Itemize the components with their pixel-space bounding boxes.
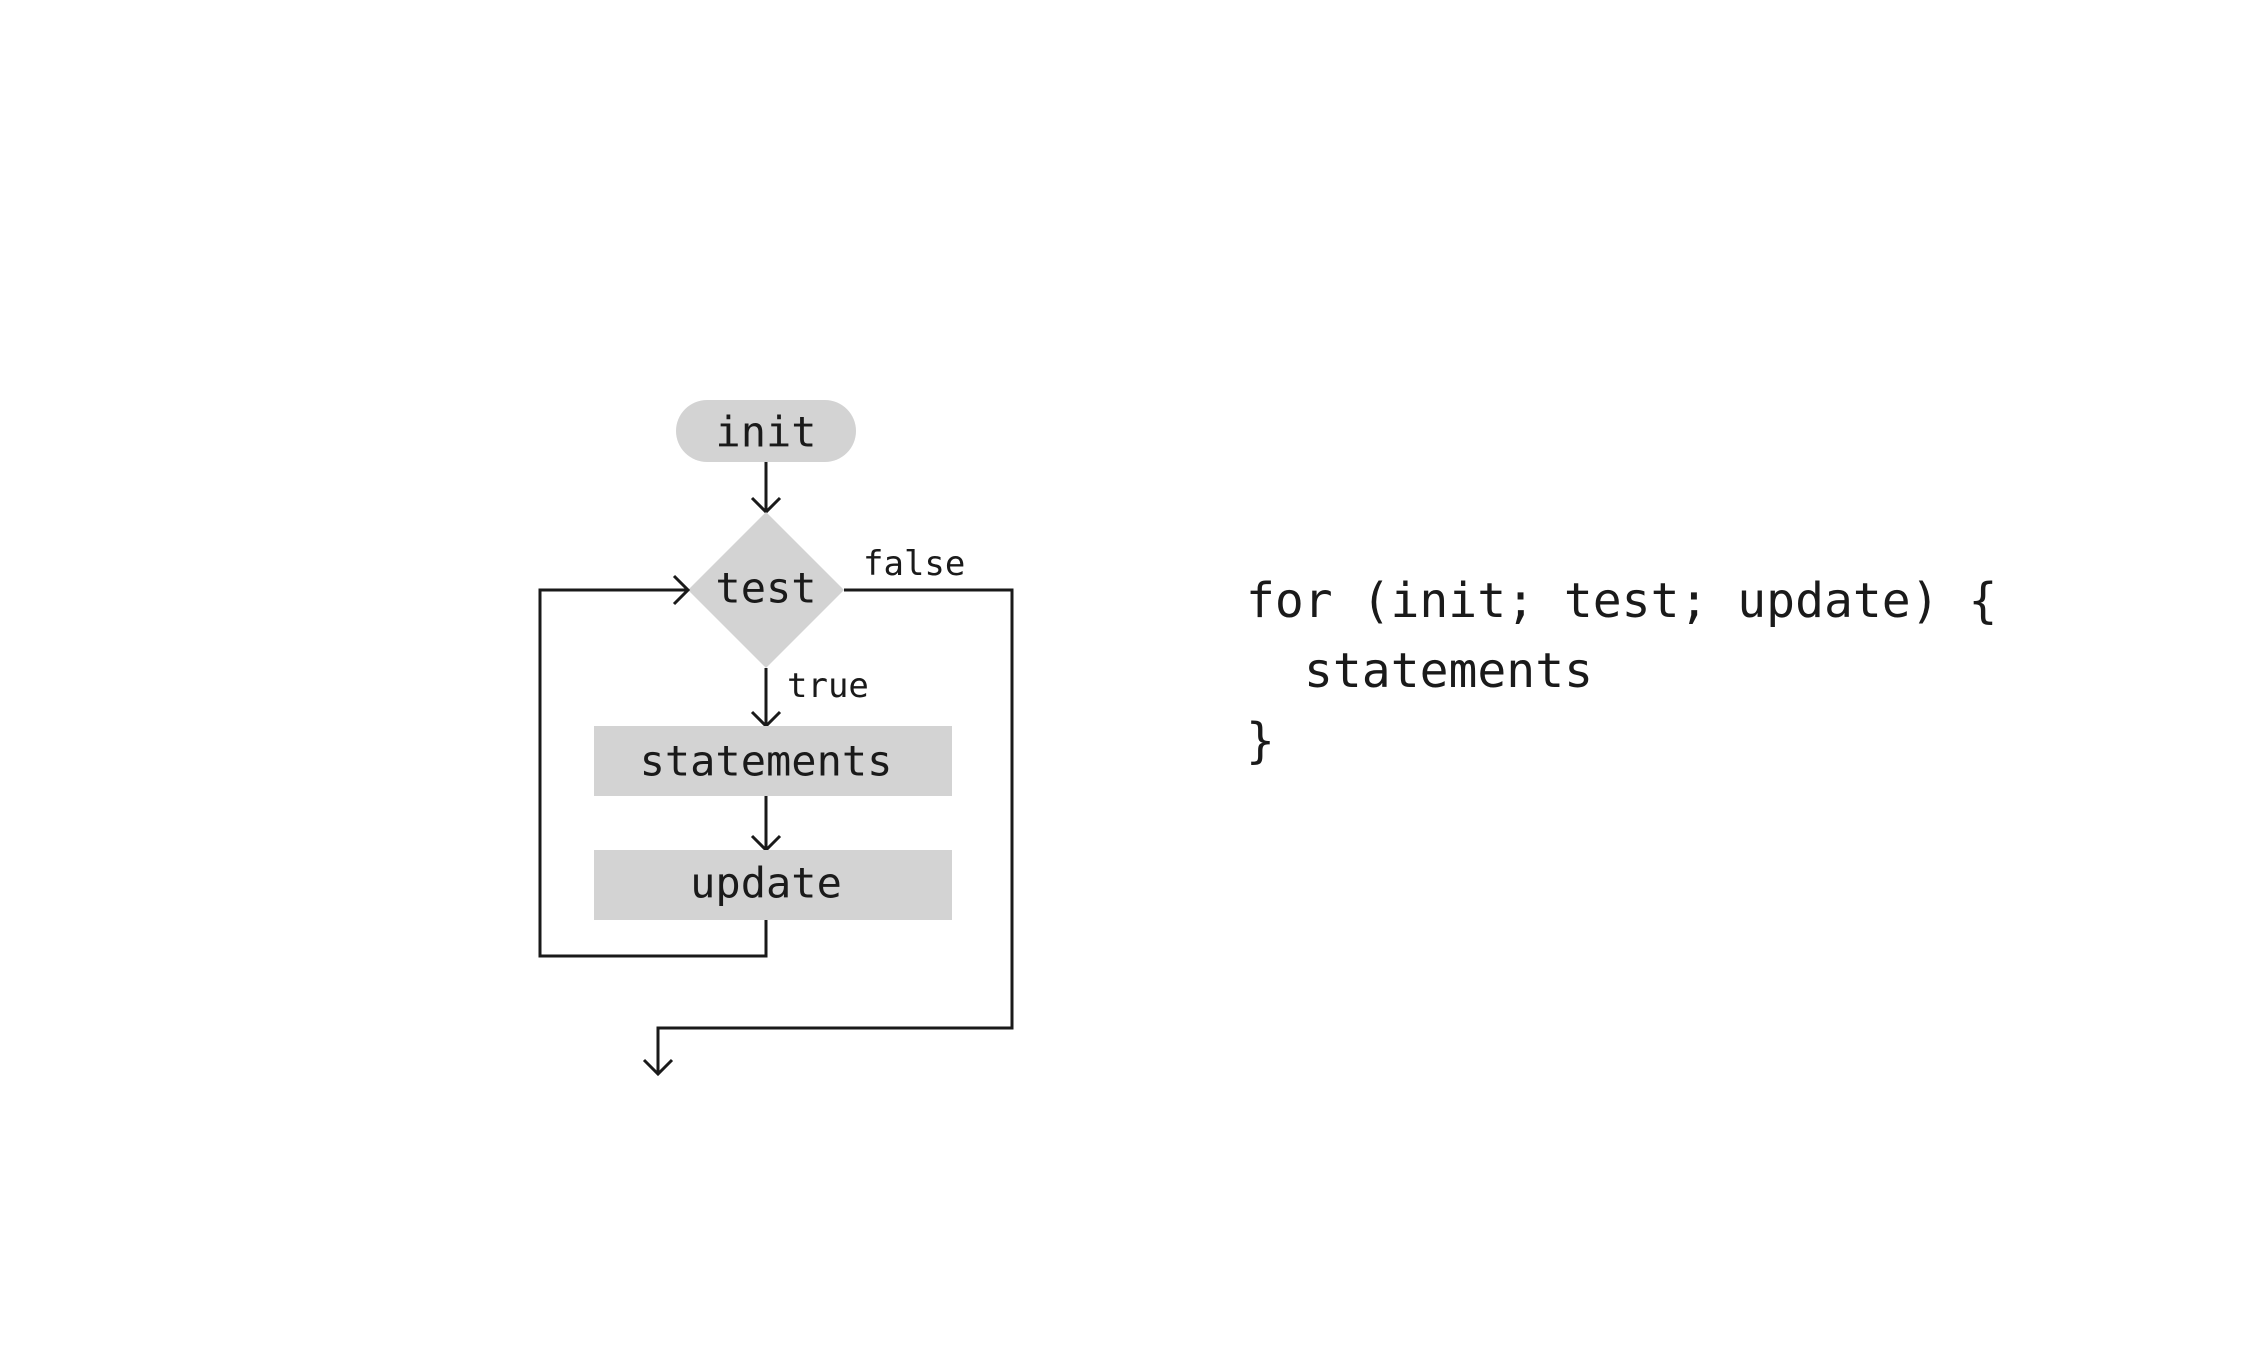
code-line-header: for (init; test; update) { bbox=[1246, 573, 1998, 629]
for-loop-code: for (init; test; update) { statements} bbox=[1246, 566, 1997, 776]
statements-label: statements bbox=[640, 737, 893, 786]
false-exit-path bbox=[656, 588, 1014, 1074]
code-line-close: } bbox=[1246, 713, 1275, 769]
exit-arrowhead bbox=[642, 1058, 674, 1077]
arrow-test-to-statements bbox=[750, 668, 782, 729]
statements-node bbox=[594, 726, 952, 796]
update-node bbox=[594, 850, 952, 920]
true-edge-label: true bbox=[787, 666, 869, 706]
arrow-init-to-test bbox=[750, 462, 782, 515]
init-node bbox=[676, 400, 856, 462]
init-label: init bbox=[715, 408, 816, 457]
arrow-statements-to-update bbox=[750, 796, 782, 853]
false-edge-label: false bbox=[863, 544, 965, 584]
code-line-body: statements bbox=[1304, 643, 1593, 699]
loop-back-path bbox=[538, 588, 768, 958]
update-label: update bbox=[690, 859, 842, 908]
loop-back-arrowhead bbox=[672, 574, 691, 606]
test-label: test bbox=[715, 564, 816, 613]
test-decision-node bbox=[688, 512, 844, 668]
